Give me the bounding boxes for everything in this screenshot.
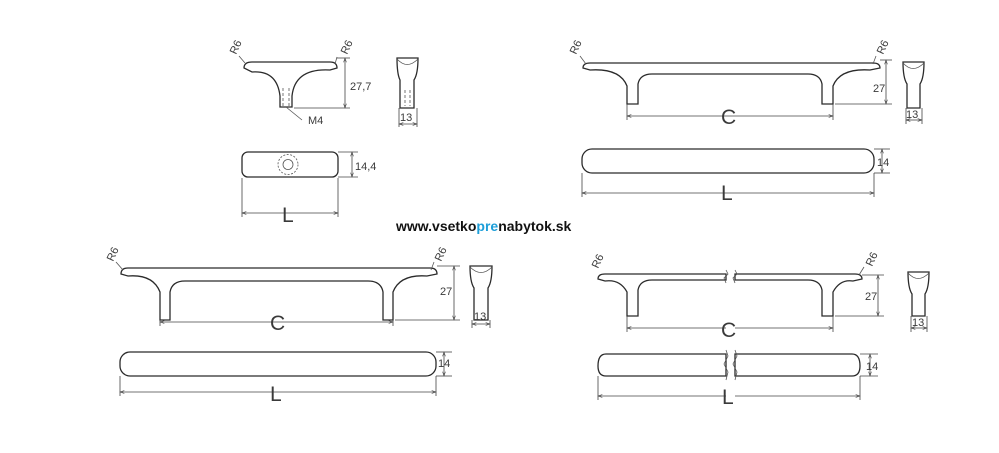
svg-text:13: 13	[912, 317, 924, 329]
handle-c-width-dimension: 14	[860, 354, 878, 376]
svg-text:14: 14	[877, 157, 889, 169]
handle-b-side-view	[469, 265, 493, 321]
svg-text:13: 13	[474, 311, 486, 323]
svg-text:R6: R6	[875, 38, 892, 56]
handle-c-c-dimension: C	[627, 316, 833, 342]
svg-text:C: C	[270, 312, 285, 335]
handle-a-length-dimension: L	[582, 173, 874, 205]
handle-b-top-view	[119, 351, 437, 377]
svg-text:14: 14	[866, 361, 878, 373]
handle-a-side-view	[902, 61, 925, 109]
svg-text:L: L	[721, 182, 733, 205]
handle-a-top-view	[581, 148, 875, 174]
svg-text:13: 13	[906, 109, 918, 121]
handle-c-r6-right: R6	[858, 250, 881, 276]
knob-side-view	[396, 57, 419, 109]
svg-text:L: L	[270, 383, 282, 406]
handle-b-width-dimension: 14	[436, 352, 452, 376]
svg-text:27: 27	[440, 286, 452, 298]
svg-text:27,7: 27,7	[350, 81, 371, 93]
svg-text:C: C	[721, 319, 736, 342]
website-watermark: www.vsetkoprenabytok.sk	[395, 218, 572, 234]
svg-text:13: 13	[400, 112, 412, 124]
svg-text:L: L	[722, 386, 734, 409]
handle-b-front-view	[120, 267, 438, 321]
svg-text:R6: R6	[339, 38, 356, 56]
handle-b-length-dimension: L	[120, 376, 436, 406]
knob-r6-left-label: R6	[228, 38, 246, 64]
knob-r6-right-label: R6	[334, 38, 356, 65]
knob-top-view	[241, 151, 339, 178]
handle-a-height-dimension: 27	[835, 60, 892, 104]
svg-text:R6: R6	[228, 38, 245, 56]
handle-b-c-dimension: C	[160, 312, 393, 335]
handle-b-height-dimension: 27	[395, 266, 460, 320]
svg-text:R6: R6	[105, 245, 122, 263]
svg-text:14,4: 14,4	[355, 161, 376, 173]
watermark-prefix: www.vsetko	[395, 218, 476, 234]
handle-a-width-dimension: 14	[874, 149, 890, 173]
handle-b-r6-right: R6	[430, 245, 450, 271]
handle-c-front-view	[597, 269, 863, 317]
watermark-suffix: nabytok.sk	[498, 218, 571, 234]
handle-b-r6-left: R6	[105, 245, 124, 271]
svg-text:14: 14	[438, 358, 450, 370]
knob-length-dimension: L	[242, 178, 338, 227]
handle-a-c-dimension: C	[627, 104, 833, 129]
handle-a-front-view	[582, 62, 881, 105]
handle-c-length-dimension: L	[598, 376, 860, 409]
handle-c-top-view	[597, 349, 861, 381]
svg-text:R6: R6	[433, 245, 450, 263]
handle-c-height-dimension: 27	[835, 275, 884, 316]
handle-a-depth-dimension: 13	[906, 108, 922, 124]
handle-c-side-view	[907, 271, 930, 317]
svg-text:L: L	[282, 204, 294, 227]
knob-height-dimension: 27,7	[294, 58, 371, 108]
svg-text:R6: R6	[568, 38, 585, 56]
svg-text:27: 27	[873, 83, 885, 95]
svg-text:R6: R6	[590, 252, 607, 270]
m4-thread-label: M4	[308, 115, 323, 127]
svg-text:C: C	[721, 106, 736, 129]
handle-b-depth-dimension: 13	[472, 311, 490, 328]
knob-width-dimension: 14,4	[338, 152, 376, 177]
handle-a-r6-left: R6	[568, 38, 587, 65]
knob-front-view	[243, 61, 338, 121]
knob-depth-dimension: 13	[399, 108, 417, 127]
handle-a-r6-right: R6	[872, 38, 892, 65]
handle-c-depth-dimension: 13	[911, 316, 927, 332]
svg-text:27: 27	[865, 291, 877, 303]
svg-text:R6: R6	[864, 250, 881, 268]
watermark-highlight: pre	[476, 218, 498, 234]
handle-c-r6-left: R6	[590, 252, 607, 270]
